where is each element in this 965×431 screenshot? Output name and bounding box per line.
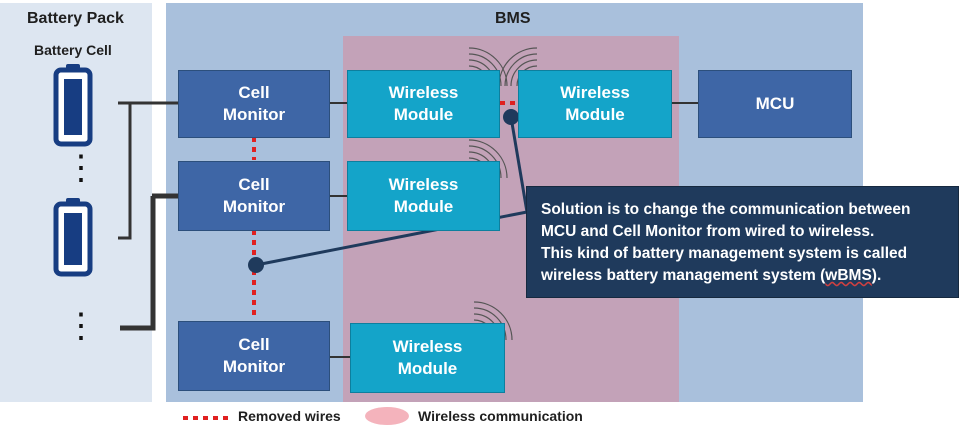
legend-wireless-swatch — [365, 407, 409, 425]
callout-text: ). — [871, 267, 882, 284]
box-label: Wireless — [392, 337, 463, 356]
box-label: MCU — [755, 94, 795, 113]
mcu-box: MCU — [698, 70, 852, 138]
cell-ellipsis: ⋮ — [64, 307, 98, 345]
callout-line: MCU and Cell Monitor from wired to wirel… — [541, 223, 875, 240]
bms-title: BMS — [495, 10, 531, 27]
box-label: Monitor — [222, 357, 286, 376]
battery-cell-title: Battery Cell — [34, 42, 112, 58]
callout-text: wireless battery management system ( — [541, 267, 826, 284]
battery-cell-icon — [53, 64, 93, 147]
battery-pack-title: Battery Pack — [27, 10, 124, 27]
battery-cell-icon — [53, 198, 93, 277]
box-label: Module — [565, 105, 625, 124]
box-label: Wireless — [388, 83, 459, 102]
legend-removed-wires: Removed wires — [238, 408, 341, 424]
wbms-term: wBMS — [825, 267, 872, 284]
callout-line: wireless battery management system (wBMS… — [541, 265, 948, 287]
callout-line: This kind of battery management system i… — [541, 245, 908, 262]
legend-wireless-communication: Wireless communication — [418, 408, 583, 424]
box-label: Cell — [238, 335, 270, 354]
callout-line: Solution is to change the communication … — [541, 201, 911, 218]
box-label: Monitor — [222, 197, 286, 216]
callout-anchor-dot — [503, 109, 519, 125]
callout-pointer — [509, 116, 529, 213]
box-label: Cell — [238, 83, 270, 102]
cell-ellipsis: ⋮ — [64, 149, 98, 187]
box-label: Wireless — [560, 83, 630, 102]
box-label: Module — [393, 105, 454, 124]
solution-callout: Solution is to change the communication … — [526, 186, 959, 298]
box-label: Module — [397, 359, 458, 378]
box-label: Module — [393, 197, 454, 216]
callout-anchor-dot — [248, 257, 264, 273]
box-label: Monitor — [222, 105, 286, 124]
box-label: Cell — [238, 175, 270, 194]
box-label: Wireless — [388, 175, 459, 194]
cell-wire — [120, 196, 156, 331]
cell-wire — [118, 103, 132, 240]
